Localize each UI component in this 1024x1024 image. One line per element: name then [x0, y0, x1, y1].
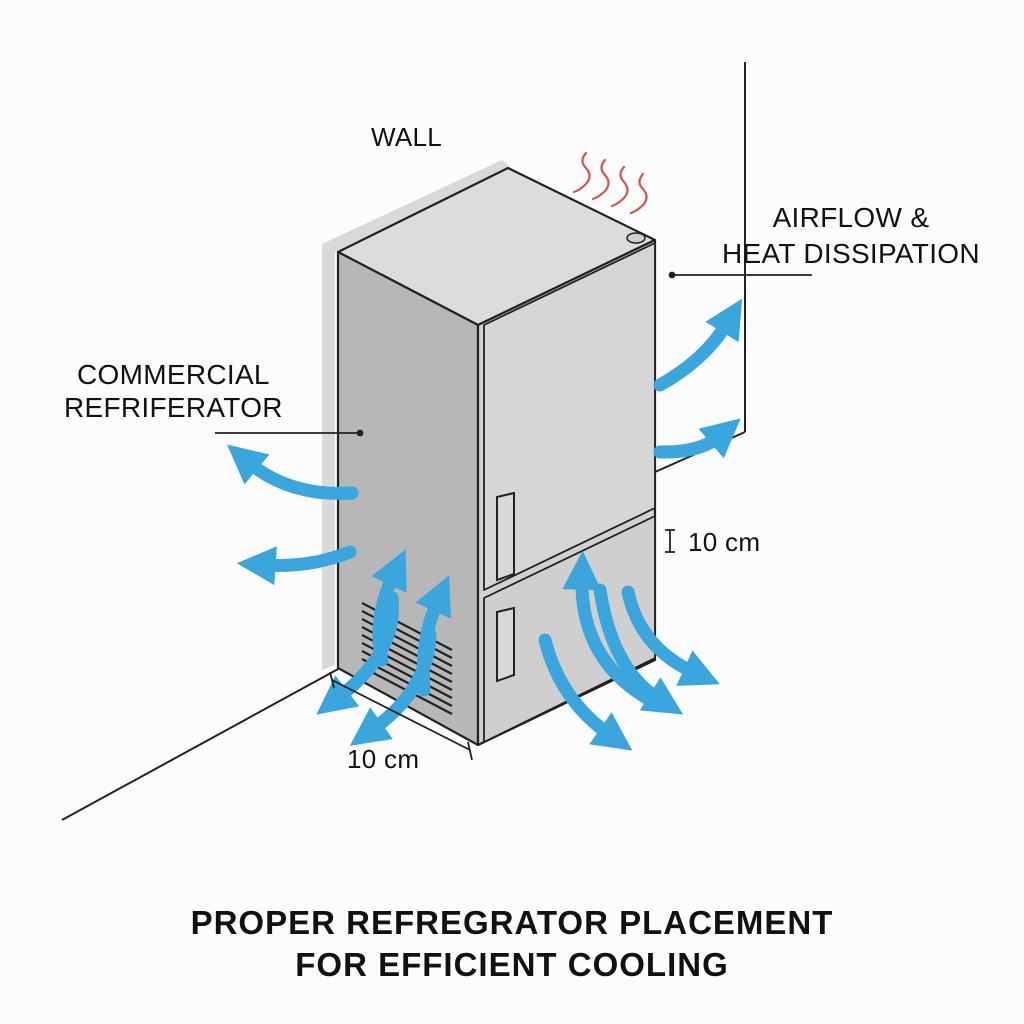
upper-door-handle [496, 491, 515, 582]
fridge-upper-door [483, 242, 656, 591]
airflow-arrow-icon [621, 585, 720, 686]
airflow-arrows [227, 298, 743, 751]
title-line2: FOR EFFICIENT COOLING [295, 946, 729, 983]
heat-wave-icon [572, 151, 648, 215]
title-line1: PROPER REFREGRATOR PLACEMENT [190, 904, 834, 941]
airflow-label: AIRFLOW & HEAT DISSIPATION [722, 200, 980, 272]
airflow-arrow-icon [653, 418, 741, 459]
airflow-arrow-icon [236, 545, 357, 586]
airflow-arrow-icon [415, 575, 451, 697]
wall-label: WALL [371, 122, 443, 152]
airflow-arrow-icon [562, 550, 657, 707]
leader-lines [215, 271, 812, 761]
airflow-arrow-icon [538, 633, 633, 751]
door-handles [496, 491, 515, 683]
airflow-label-line1: AIRFLOW & [772, 202, 930, 233]
airflow-arrow-icon [371, 549, 407, 667]
refrigerator-label-line1: COMMERCIAL [77, 359, 270, 390]
gap-right-label: 10 cm [688, 527, 761, 557]
refrigerator-label: COMMERCIAL REFRIFERATOR [64, 358, 283, 424]
airflow-arrow-icon [593, 583, 684, 715]
diagram-title: PROPER REFREGRATOR PLACEMENT FOR EFFICIE… [0, 902, 1024, 986]
airflow-label-line2: HEAT DISSIPATION [722, 238, 980, 269]
floor-line [61, 667, 341, 821]
lower-door-handle [496, 606, 515, 683]
fridge-lower-door [483, 515, 656, 743]
refrigerator [336, 166, 657, 747]
airflow-arrow-icon [653, 298, 743, 392]
gap-bottom-label: 10 cm [347, 744, 420, 774]
refrigerator-label-line2: REFRIFERATOR [64, 392, 283, 423]
airflow-arrow-icon [227, 444, 359, 500]
gap-bottom-marker [331, 679, 471, 751]
top-knob [626, 232, 646, 244]
